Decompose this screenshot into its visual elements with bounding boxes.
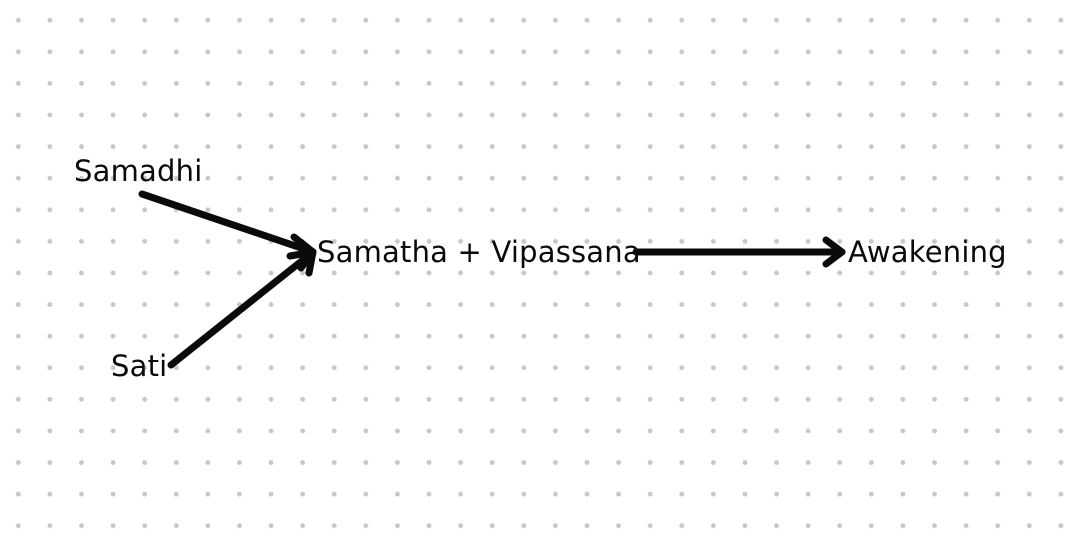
arrow-center-to-awakening: [632, 236, 846, 268]
node-samatha-vipassana: Samatha + Vipassana: [317, 235, 641, 269]
node-samadhi: Samadhi: [74, 154, 203, 188]
arrow-sati-to-center: [167, 248, 317, 369]
node-awakening: Awakening: [848, 235, 1007, 269]
node-sati: Sati: [111, 349, 168, 383]
